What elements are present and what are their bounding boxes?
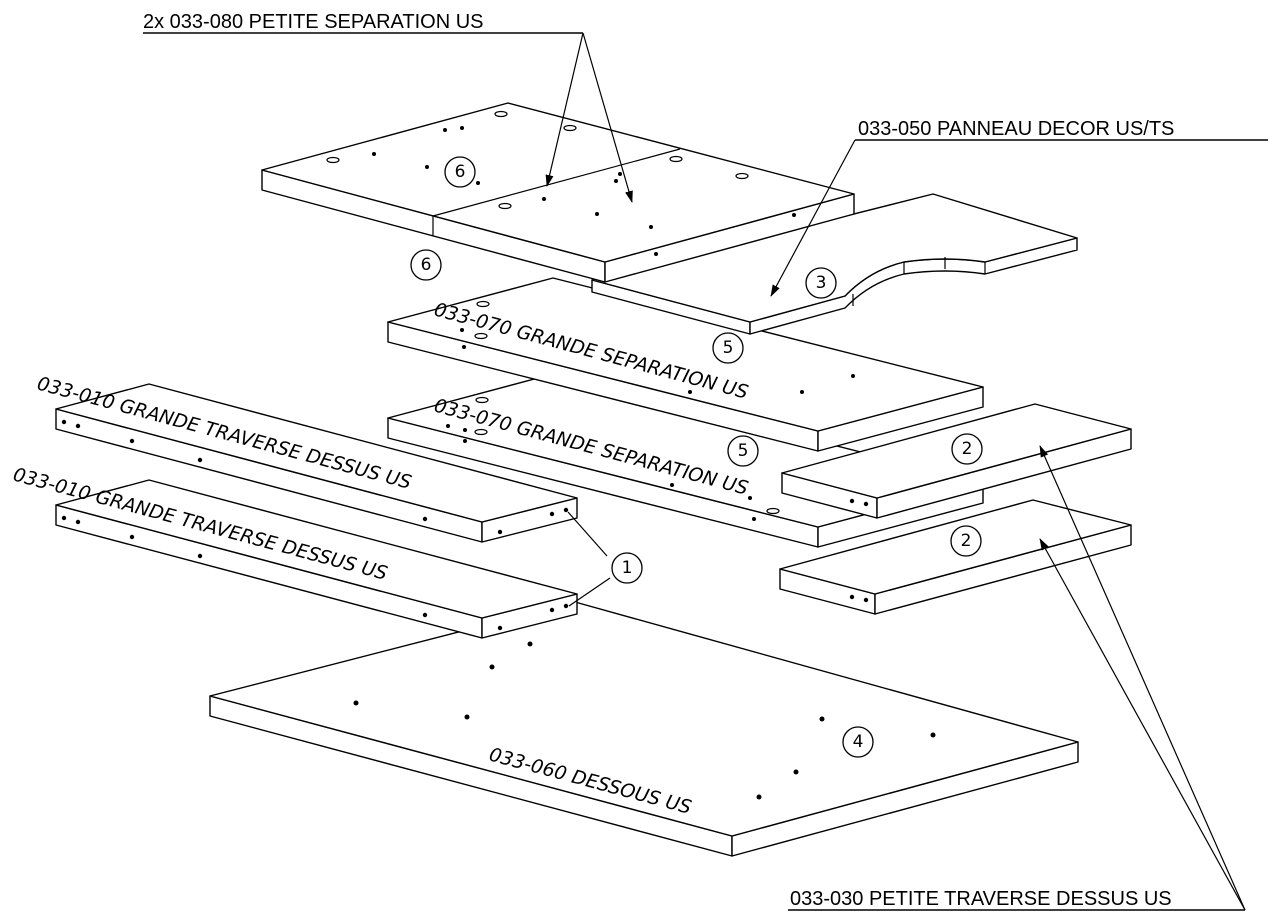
callout-traverse-petite-text: 033-030 PETITE TRAVERSE DESSUS US — [790, 888, 1172, 910]
balloon-2-upper: 2 — [951, 433, 983, 465]
callout-panneau-decor-text: 033-050 PANNEAU DECOR US/TS — [858, 118, 1174, 140]
balloon-5-lower: 5 — [727, 435, 759, 467]
balloon-2-lower: 2 — [950, 525, 982, 557]
balloon-4: 4 — [842, 726, 874, 758]
svg-text:5: 5 — [738, 441, 749, 461]
callout-panneau-decor: 033-050 PANNEAU DECOR US/TS — [855, 118, 1268, 141]
plate-grande-traverse-upper — [55, 383, 578, 543]
balloon-3: 3 — [805, 267, 837, 299]
leader-lines — [545, 32, 1246, 911]
svg-text:3: 3 — [816, 273, 827, 293]
callout-separation-petite-text: 2x 033-080 PETITE SEPARATION US — [143, 11, 484, 33]
svg-text:6: 6 — [455, 162, 466, 182]
plate-grande-separation-upper — [387, 277, 984, 452]
svg-text:6: 6 — [421, 255, 432, 275]
callout-separation-petite: 2x 033-080 PETITE SEPARATION US — [143, 11, 583, 34]
balloon-5-upper: 5 — [712, 332, 744, 364]
plate-panneau-decor — [591, 193, 1078, 335]
svg-text:2: 2 — [961, 531, 972, 551]
svg-text:1: 1 — [622, 558, 633, 578]
balloon-6-below: 6 — [410, 249, 442, 281]
callout-traverse-petite: 033-030 PETITE TRAVERSE DESSUS US — [788, 888, 1245, 911]
balloon-1: 1 — [611, 552, 643, 584]
plate-dessous — [209, 601, 1079, 857]
plate-grande-traverse-lower — [55, 479, 578, 639]
svg-text:4: 4 — [853, 732, 864, 752]
plate-petite-separation — [261, 102, 855, 283]
balloon-6-on-plate: 6 — [444, 156, 476, 188]
svg-text:2: 2 — [962, 439, 973, 459]
svg-text:5: 5 — [723, 338, 734, 358]
